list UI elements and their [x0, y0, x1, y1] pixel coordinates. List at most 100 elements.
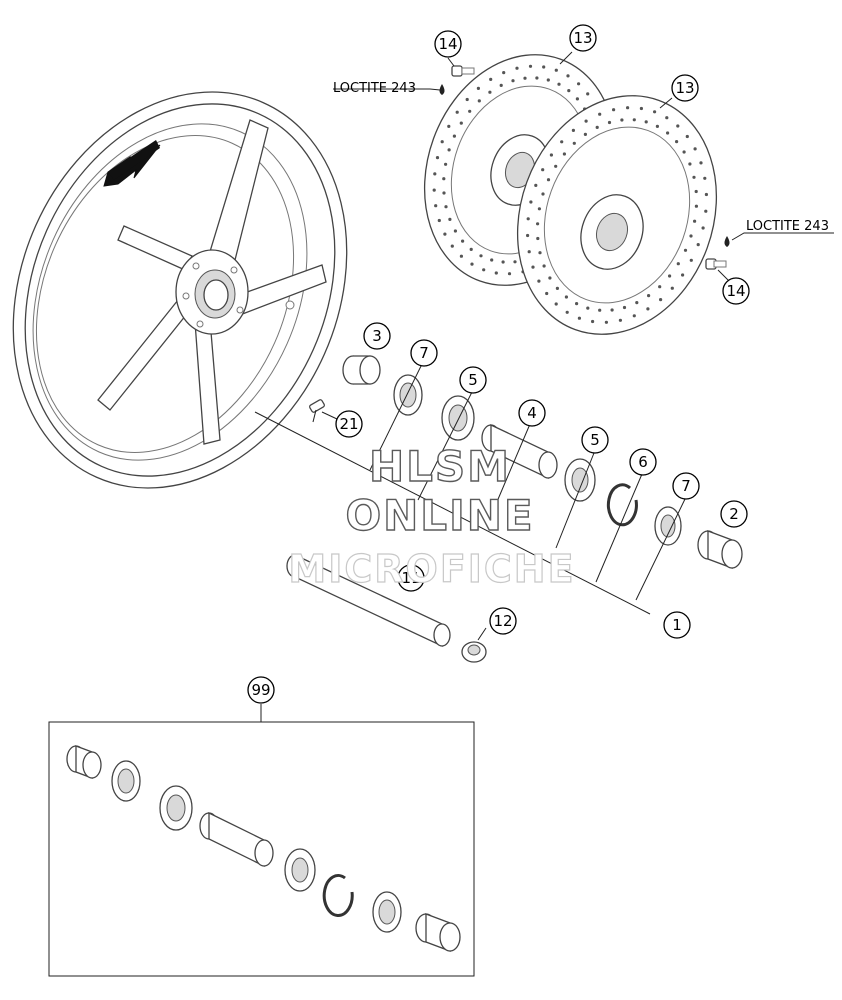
disc-hole [632, 314, 636, 318]
disc-hole [604, 320, 609, 324]
disc-hole [575, 302, 579, 306]
disc-hole [681, 273, 685, 277]
disc-hole [575, 97, 580, 101]
disc-hole [448, 217, 452, 221]
disc-hole [644, 120, 648, 124]
callout-3: 3 [363, 322, 391, 350]
callout-6: 6 [629, 448, 657, 476]
rotation-direction-arrow-icon [103, 140, 161, 187]
disc-hole [444, 205, 448, 209]
disc-hole [537, 279, 541, 283]
disc-hole [583, 132, 588, 136]
disc-hole [658, 285, 662, 289]
disc-hole [704, 192, 709, 197]
loctite-note-top: LOCTITE 243 [333, 81, 416, 96]
disc-hole [482, 268, 486, 272]
disc-hole [538, 251, 542, 255]
disc-hole [685, 134, 689, 139]
callout-14-top: 14 [434, 30, 462, 58]
disc-hole [566, 74, 570, 78]
disc-bolt-top [451, 65, 475, 77]
disc-hole [598, 308, 602, 312]
disc-hole [526, 233, 530, 238]
disc-hole [610, 308, 614, 312]
disc-hole [541, 192, 545, 196]
disc-hole [527, 250, 531, 254]
kit-spacer-tube [199, 811, 274, 868]
kit-circlip [322, 874, 354, 917]
svg-text:5: 5 [590, 431, 600, 449]
disc-hole [560, 140, 564, 144]
disc-hole [534, 183, 538, 187]
kit-bearing-b [284, 848, 316, 892]
disc-hole [455, 110, 459, 114]
disc-hole [434, 204, 438, 208]
disc-hole [444, 162, 448, 166]
callout-5-b: 5 [581, 426, 609, 454]
disc-hole [647, 294, 651, 298]
disc-hole [469, 247, 473, 251]
callout-14-right: 14 [722, 277, 750, 305]
disc-hole [479, 254, 483, 258]
callout-21: 21 [335, 410, 363, 438]
disc-hole [665, 116, 669, 120]
disc-hole [689, 234, 693, 238]
loctite-drop-right-icon [724, 236, 730, 247]
seal-7 [393, 374, 423, 416]
disc-hole [632, 118, 636, 122]
disc-hole [453, 229, 457, 233]
kit-spacer [66, 745, 102, 779]
disc-hole [577, 82, 581, 86]
disc-hole [494, 271, 498, 275]
disc-hole [670, 286, 674, 290]
disc-hole [612, 108, 616, 112]
disc-hole [452, 134, 456, 138]
svg-text:21: 21 [339, 415, 358, 433]
disc-hole [523, 76, 527, 80]
disc-hole [622, 305, 627, 310]
disc-hole [459, 254, 463, 258]
disc-hole [554, 302, 558, 306]
svg-text:11: 11 [401, 569, 420, 587]
disc-hole [490, 258, 494, 262]
brake-disc-2 [516, 95, 718, 335]
circlip-6 [606, 483, 638, 527]
disc-hole [435, 156, 440, 160]
disc-hole [584, 119, 588, 123]
loctite-note-right: LOCTITE 243 [746, 219, 829, 234]
disc-hole [488, 90, 492, 94]
kit-seal-b [372, 891, 402, 933]
disc-hole [440, 140, 444, 144]
disc-hole [541, 168, 545, 172]
disc-bolt-right [705, 258, 727, 270]
disc-hole [694, 189, 698, 194]
disc-hole [537, 207, 542, 211]
disc-hole [659, 298, 663, 302]
disc-hole [572, 141, 576, 145]
kit-spacer-b [415, 913, 461, 952]
disc-hole [477, 99, 481, 103]
disc-hole [499, 83, 503, 87]
disc-hole [564, 295, 569, 299]
disc-hole [549, 153, 554, 157]
disc-hole [461, 239, 465, 243]
disc-hole [676, 262, 680, 266]
svg-text:3: 3 [372, 327, 382, 345]
disc-hole [546, 178, 551, 182]
disc-hole [535, 76, 539, 80]
loctite-drop-top-icon [439, 84, 445, 95]
disc-hole [515, 66, 519, 70]
svg-text:13: 13 [573, 29, 592, 47]
disc-hole [693, 219, 697, 223]
spacer-tube-4 [481, 423, 558, 480]
disc-hole [598, 112, 602, 116]
callout-5-a: 5 [459, 366, 487, 394]
disc-hole [536, 222, 540, 226]
disc-hole [545, 291, 549, 296]
disc-hole [536, 236, 540, 241]
disc-hole [442, 191, 446, 195]
disc-hole [639, 106, 644, 111]
svg-text:6: 6 [638, 453, 648, 471]
disc-hole [689, 258, 693, 262]
disc-hole [542, 264, 546, 268]
